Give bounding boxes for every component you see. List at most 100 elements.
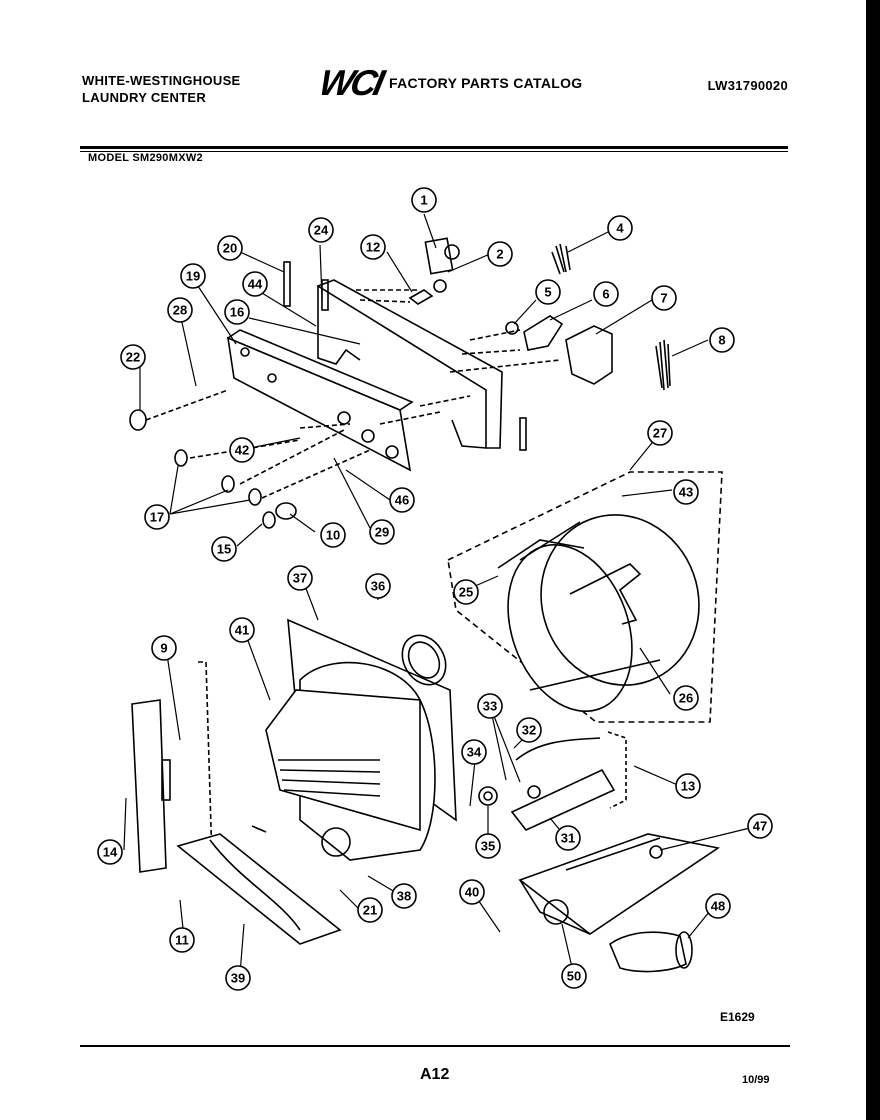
- header-rule-thin: [80, 151, 788, 152]
- callout-label-5: 5: [544, 285, 551, 300]
- callout-circle-46: [389, 487, 415, 513]
- side-bracket-assembly: [131, 661, 342, 945]
- callout-label-27: 27: [653, 426, 667, 441]
- callout-circle-5: [535, 279, 561, 305]
- callout-circle-6: [593, 281, 619, 307]
- callout-label-10: 10: [326, 528, 340, 543]
- callout-circle-31: [555, 825, 581, 851]
- callout-label-2: 2: [496, 247, 503, 262]
- callout-label-11: 11: [175, 933, 189, 948]
- heater-assembly: [478, 731, 721, 973]
- callout-circle-28: [167, 297, 193, 323]
- callout-circle-35: [475, 833, 501, 859]
- callout-circle-20: [217, 235, 243, 261]
- callout-circle-29: [369, 519, 395, 545]
- callout-circle-21: [357, 897, 383, 923]
- drum-bracket-dashed: [447, 471, 723, 723]
- catalog-number: LW31790020: [707, 78, 788, 93]
- callout-circle-36: [365, 573, 391, 599]
- callout-circle-33: [477, 693, 503, 719]
- callout-circle-12: [360, 234, 386, 260]
- callout-label-38: 38: [397, 889, 411, 904]
- callout-circle-38: [391, 883, 417, 909]
- brand-name: WHITE-WESTINGHOUSE LAUNDRY CENTER: [82, 72, 241, 106]
- callout-label-50: 50: [567, 969, 581, 984]
- callout-label-4: 4: [616, 221, 624, 236]
- callout-label-26: 26: [679, 691, 693, 706]
- callout-label-21: 21: [363, 903, 377, 918]
- blower-housing: [265, 618, 457, 861]
- backsplash-panel: [316, 279, 503, 449]
- callout-label-19: 19: [186, 269, 200, 284]
- callout-label-25: 25: [459, 585, 473, 600]
- callout-label-24: 24: [314, 223, 329, 238]
- callout-circle-32: [516, 717, 542, 743]
- callout-label-22: 22: [126, 350, 140, 365]
- callout-circle-39: [225, 965, 251, 991]
- callout-label-44: 44: [248, 277, 263, 292]
- catalog-brand: WCI FACTORY PARTS CATALOG: [316, 62, 583, 104]
- callout-label-40: 40: [465, 885, 479, 900]
- callout-circle-50: [561, 963, 587, 989]
- callout-label-12: 12: [366, 240, 380, 255]
- callout-label-28: 28: [173, 303, 187, 318]
- callout-circle-47: [747, 813, 773, 839]
- callout-circle-14: [97, 839, 123, 865]
- callout-circle-15: [211, 536, 237, 562]
- footer-rule: [80, 1045, 790, 1047]
- callout-label-32: 32: [522, 723, 536, 738]
- callout-circle-26: [673, 685, 699, 711]
- callout-label-13: 13: [681, 779, 695, 794]
- callout-label-7: 7: [660, 291, 667, 306]
- callout-circle-44: [242, 271, 268, 297]
- leader-lines: [123, 213, 759, 977]
- catalog-title: FACTORY PARTS CATALOG: [388, 75, 583, 91]
- header-rule-thick: [80, 146, 788, 149]
- brand-line-2: LAUNDRY CENTER: [82, 90, 207, 105]
- revision-date: 10/99: [742, 1074, 770, 1086]
- callout-label-1: 1: [420, 193, 427, 208]
- callout-circle-42: [229, 437, 255, 463]
- callout-label-46: 46: [395, 493, 409, 508]
- callout-label-33: 33: [483, 699, 497, 714]
- callout-label-31: 31: [561, 831, 575, 846]
- callout-circle-16: [224, 299, 250, 325]
- callout-label-15: 15: [217, 542, 231, 557]
- callout-label-35: 35: [481, 839, 495, 854]
- callout-label-34: 34: [467, 745, 482, 760]
- callout-circle-17: [144, 504, 170, 530]
- callout-circle-2: [487, 241, 513, 267]
- callout-label-47: 47: [753, 819, 767, 834]
- callout-label-8: 8: [718, 333, 725, 348]
- callout-circle-27: [647, 420, 673, 446]
- callout-circle-13: [675, 773, 701, 799]
- exhaust-elbow: [609, 931, 687, 973]
- callout-circle-48: [705, 893, 731, 919]
- callout-circle-7: [651, 285, 677, 311]
- callout-circle-19: [180, 263, 206, 289]
- callout-circle-9: [151, 635, 177, 661]
- callout-circle-24: [308, 217, 334, 243]
- callout-circle-41: [229, 617, 255, 643]
- callout-circle-22: [120, 344, 146, 370]
- callout-circle-10: [320, 522, 346, 548]
- heater-box: [518, 833, 721, 935]
- callout-label-37: 37: [293, 571, 307, 586]
- callout-label-41: 41: [235, 623, 249, 638]
- callout-label-16: 16: [230, 305, 244, 320]
- scan-edge: [866, 0, 880, 1120]
- callout-label-20: 20: [223, 241, 237, 256]
- callout-circle-8: [709, 327, 735, 353]
- callout-label-6: 6: [602, 287, 609, 302]
- callout-label-17: 17: [150, 510, 164, 525]
- drum: [507, 543, 633, 713]
- page-number: A12: [420, 1066, 450, 1083]
- callout-circle-11: [169, 927, 195, 953]
- callout-circle-1: [411, 187, 437, 213]
- callout-label-29: 29: [375, 525, 389, 540]
- callout-label-43: 43: [679, 485, 693, 500]
- callout-label-14: 14: [103, 845, 118, 860]
- callout-circle-25: [453, 579, 479, 605]
